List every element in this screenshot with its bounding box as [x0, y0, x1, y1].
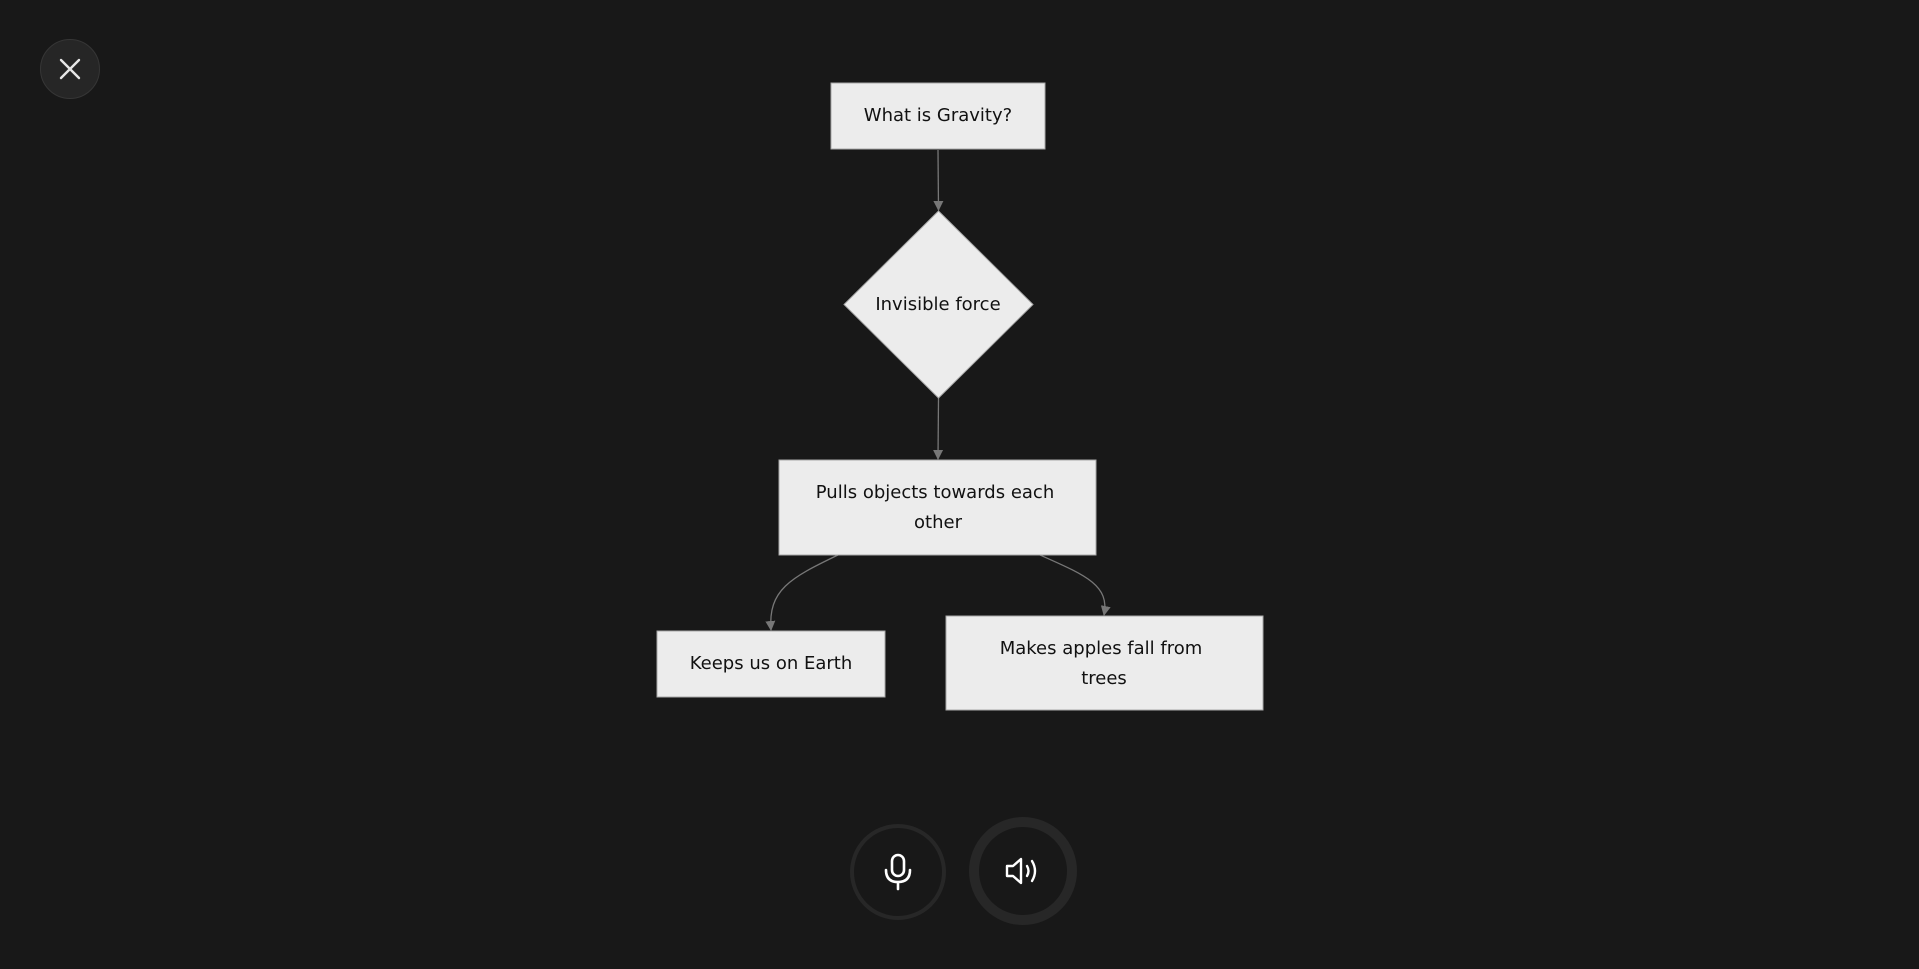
- edge-pulls-to-keeps: [765, 554, 839, 631]
- node-what-is-gravity: What is Gravity?: [830, 82, 1046, 150]
- microphone-button[interactable]: [850, 824, 946, 920]
- node-label-line-1: Pulls objects towards each: [816, 482, 1054, 503]
- edges: [765, 149, 1111, 631]
- node-invisible-force: Invisible force: [843, 210, 1034, 399]
- edge-pulls-to-apples: [1039, 554, 1111, 616]
- microphone-icon: [884, 853, 912, 891]
- close-icon: [59, 58, 81, 80]
- node-label-line-2: trees: [1081, 668, 1127, 689]
- node-label: Keeps us on Earth: [690, 653, 853, 674]
- speaker-icon: [1005, 857, 1037, 885]
- node-keeps-us-on-earth: Keeps us on Earth: [656, 630, 886, 698]
- edge-root-to-decision: [933, 149, 944, 211]
- node-label-line-1: Makes apples fall from: [1000, 638, 1203, 659]
- node-pulls-objects: Pulls objects towards each other: [778, 459, 1097, 556]
- close-button[interactable]: [40, 39, 100, 99]
- node-label: What is Gravity?: [864, 105, 1012, 126]
- node-makes-apples-fall: Makes apples fall from trees: [945, 615, 1264, 711]
- node-label: Invisible force: [875, 294, 1000, 315]
- node-label-line-2: other: [914, 512, 963, 533]
- speaker-button[interactable]: [969, 817, 1077, 925]
- edge-decision-to-pulls: [933, 397, 944, 460]
